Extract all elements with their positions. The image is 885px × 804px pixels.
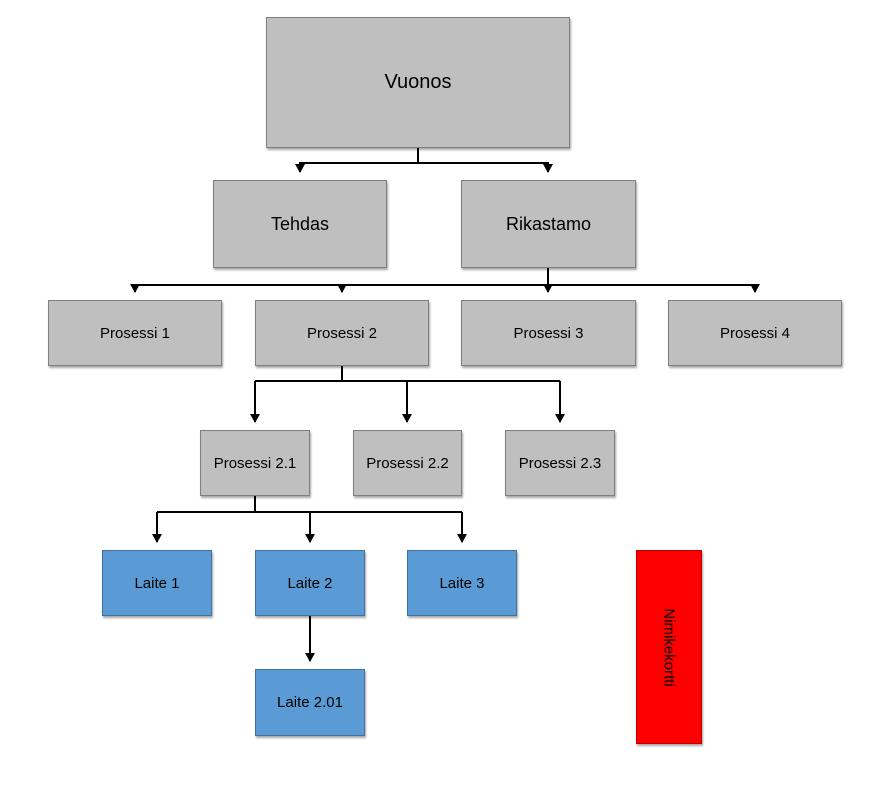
node-prosessi-2-2: Prosessi 2.2 [353, 430, 462, 496]
node-vuonos-label: Vuonos [384, 71, 452, 93]
node-prosessi-3: Prosessi 3 [461, 300, 636, 366]
node-prosessi-4: Prosessi 4 [668, 300, 842, 366]
node-prosessi-2-1-label: Prosessi 2.1 [213, 454, 297, 472]
connector-vuonos [299, 148, 419, 171]
node-prosessi-4-label: Prosessi 4 [719, 324, 791, 342]
node-laite-2-01-label: Laite 2.01 [277, 694, 343, 711]
connector-prosessi-2-bus [255, 366, 560, 382]
node-laite-3-label: Laite 3 [439, 574, 485, 592]
node-tehdas: Tehdas [213, 180, 387, 268]
node-rikastamo-label: Rikastamo [505, 213, 592, 234]
namecard: Nimikekortti [636, 550, 702, 744]
connector-vuonos-rikastamo [418, 162, 553, 173]
node-prosessi-2-1: Prosessi 2.1 [200, 430, 310, 496]
node-prosessi-1-label: Prosessi 1 [99, 324, 171, 342]
node-vuonos: Vuonos [266, 17, 570, 148]
node-laite-3: Laite 3 [407, 550, 517, 616]
node-prosessi-3-label: Prosessi 3 [513, 324, 584, 342]
node-tehdas-label: Tehdas [270, 213, 330, 234]
node-laite-2-01: Laite 2.01 [255, 669, 365, 736]
node-laite-1: Laite 1 [102, 550, 212, 616]
node-prosessi-2-3-label: Prosessi 2.3 [518, 454, 602, 472]
node-prosessi-2-label: Prosessi 2 [306, 324, 378, 342]
node-laite-2-label: Laite 2 [287, 574, 333, 592]
connector-rikastamo-bus [135, 268, 755, 286]
namecard-label: Nimikekortti [660, 607, 678, 687]
connector-prosessi-2-1-bus [157, 496, 462, 513]
node-laite-2: Laite 2 [255, 550, 365, 616]
node-prosessi-2-2-label: Prosessi 2.2 [366, 454, 449, 472]
node-laite-1-label: Laite 1 [134, 574, 180, 592]
node-prosessi-1: Prosessi 1 [48, 300, 222, 366]
node-prosessi-2: Prosessi 2 [255, 300, 429, 366]
node-prosessi-2-3: Prosessi 2.3 [505, 430, 615, 496]
node-rikastamo: Rikastamo [461, 180, 636, 268]
